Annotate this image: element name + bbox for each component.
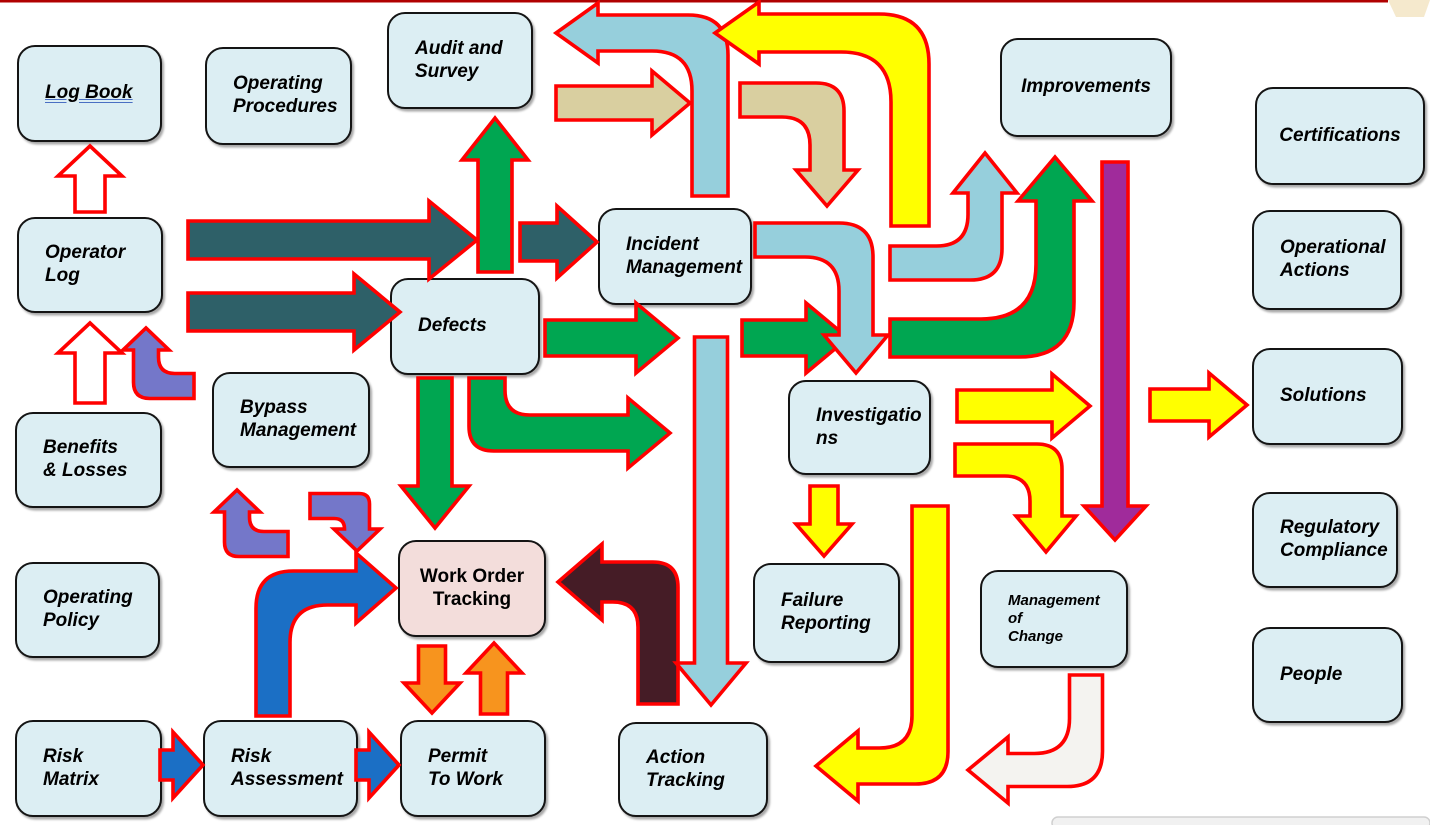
bottom-page-edge (1051, 816, 1430, 825)
node-action-tracking[interactable]: Action Tracking (618, 722, 768, 817)
arrow-action-tracking-to-work-order (555, 540, 680, 706)
arrow-operator-log-to-incident-2 (518, 201, 600, 283)
node-certifications[interactable]: Certifications (1255, 87, 1425, 185)
node-label-solutions: Solutions (1280, 385, 1367, 407)
arrow-feedback-to-audit-survey (711, 0, 931, 228)
node-label-operational-actions: Operational Actions (1280, 237, 1386, 281)
arrow-defects-to-audit-survey (458, 115, 532, 274)
node-risk-matrix[interactable]: Risk Matrix (15, 720, 162, 817)
node-log-book[interactable]: Log Book (17, 45, 162, 142)
node-label-defects: Defects (418, 315, 487, 337)
node-label-operating-policy: Operating Policy (43, 587, 133, 631)
node-improvements[interactable]: Improvements (1000, 38, 1172, 137)
node-label-people: People (1280, 663, 1343, 685)
node-label-permit-to-work: Permit To Work (428, 745, 503, 790)
arrow-improvements-to-moc (1079, 160, 1151, 543)
node-failure-reporting[interactable]: Failure Reporting (753, 563, 900, 663)
arrow-incident-to-improvements (888, 150, 1021, 282)
node-label-bypass-management: Bypass Management (240, 397, 357, 441)
arrow-incident-to-audit-survey (552, 0, 730, 198)
corner-cut-shape (1388, 0, 1430, 17)
node-label-investigations: Investigatio ns (816, 404, 922, 449)
arrow-operator-log-to-incident-1 (186, 197, 480, 283)
node-operating-policy[interactable]: Operating Policy (15, 562, 160, 658)
node-operating-procedures[interactable]: Operating Procedures (205, 47, 352, 145)
arrow-benefits-to-operator-log (53, 320, 127, 405)
node-label-action-tracking: Action Tracking (646, 746, 725, 791)
node-audit-survey[interactable]: Audit and Survey (387, 12, 533, 109)
node-label-incident-management: Incident Management (626, 233, 743, 278)
node-label-log-book: Log Book (45, 82, 133, 104)
arrow-bypass-to-work-order (308, 491, 385, 554)
arrow-assessment-to-work-order (254, 549, 399, 718)
node-management-of-change[interactable]: Management of Change (980, 570, 1128, 668)
node-label-failure-reporting: Failure Reporting (781, 590, 871, 634)
node-label-operating-procedures: Operating Procedures (233, 73, 338, 117)
node-label-operator-log: Operator Log (45, 242, 126, 286)
arrow-operator-log-to-log-book (53, 143, 127, 214)
node-regulatory-compliance[interactable]: Regulatory Compliance (1252, 492, 1398, 588)
arrow-assessment-to-permit (354, 727, 402, 803)
node-incident-management[interactable]: Incident Management (598, 208, 752, 305)
node-solutions[interactable]: Solutions (1252, 348, 1403, 445)
node-label-improvements: Improvements (1021, 76, 1151, 98)
node-work-order-tracking[interactable]: Work Order Tracking (398, 540, 546, 637)
node-label-work-order-tracking: Work Order Tracking (419, 565, 525, 610)
node-label-certifications: Certifications (1279, 124, 1401, 146)
node-permit-to-work[interactable]: Permit To Work (400, 720, 546, 817)
arrow-incident-to-investigations (753, 221, 892, 376)
node-investigations[interactable]: Investigatio ns (788, 380, 931, 475)
arrow-to-improvements-green (888, 154, 1096, 359)
arrow-defects-to-work-order (397, 376, 473, 531)
node-defects[interactable]: Defects (390, 278, 540, 375)
arrow-moc-to-action-tracking (965, 673, 1105, 807)
node-label-regulatory-compliance: Regulatory Compliance (1280, 517, 1388, 561)
arrow-investigations-to-moc (953, 442, 1080, 555)
arrow-permit-to-work-order (461, 640, 527, 716)
node-label-risk-matrix: Risk Matrix (43, 745, 99, 790)
arrow-risk-matrix-to-assessment (158, 727, 206, 803)
arrow-defects-right-1 (543, 299, 681, 377)
arrow-incident-to-action-tracking (672, 335, 750, 708)
node-label-benefits-losses: Benefits & Losses (43, 437, 128, 481)
arrow-permit-to-bypass (209, 487, 290, 559)
node-operator-log[interactable]: Operator Log (17, 217, 163, 313)
arrow-work-order-to-permit (399, 644, 465, 716)
node-risk-assessment[interactable]: Risk Assessment (203, 720, 358, 817)
arrow-audit-survey-down (738, 81, 862, 209)
arrow-to-solutions (1148, 369, 1250, 441)
arrow-operator-log-to-defects (186, 270, 403, 354)
node-label-risk-assessment: Risk Assessment (231, 745, 343, 790)
arrow-audit-survey-to-incident (554, 67, 693, 139)
arrow-investigations-to-failure-reporting (792, 484, 856, 559)
top-edge-line (0, 0, 1388, 3)
node-bypass-management[interactable]: Bypass Management (212, 372, 370, 468)
arrow-defects-right-2 (740, 299, 851, 377)
node-label-audit-survey: Audit and Survey (415, 37, 503, 82)
arrow-return-to-operator-log (118, 325, 196, 401)
arrow-defects-to-action (467, 376, 673, 472)
node-people[interactable]: People (1252, 627, 1403, 723)
arrow-investigations-right (955, 370, 1093, 442)
node-operational-actions[interactable]: Operational Actions (1252, 210, 1402, 310)
node-benefits-losses[interactable]: Benefits & Losses (15, 412, 162, 508)
node-label-management-of-change: Management of Change (1008, 592, 1100, 645)
